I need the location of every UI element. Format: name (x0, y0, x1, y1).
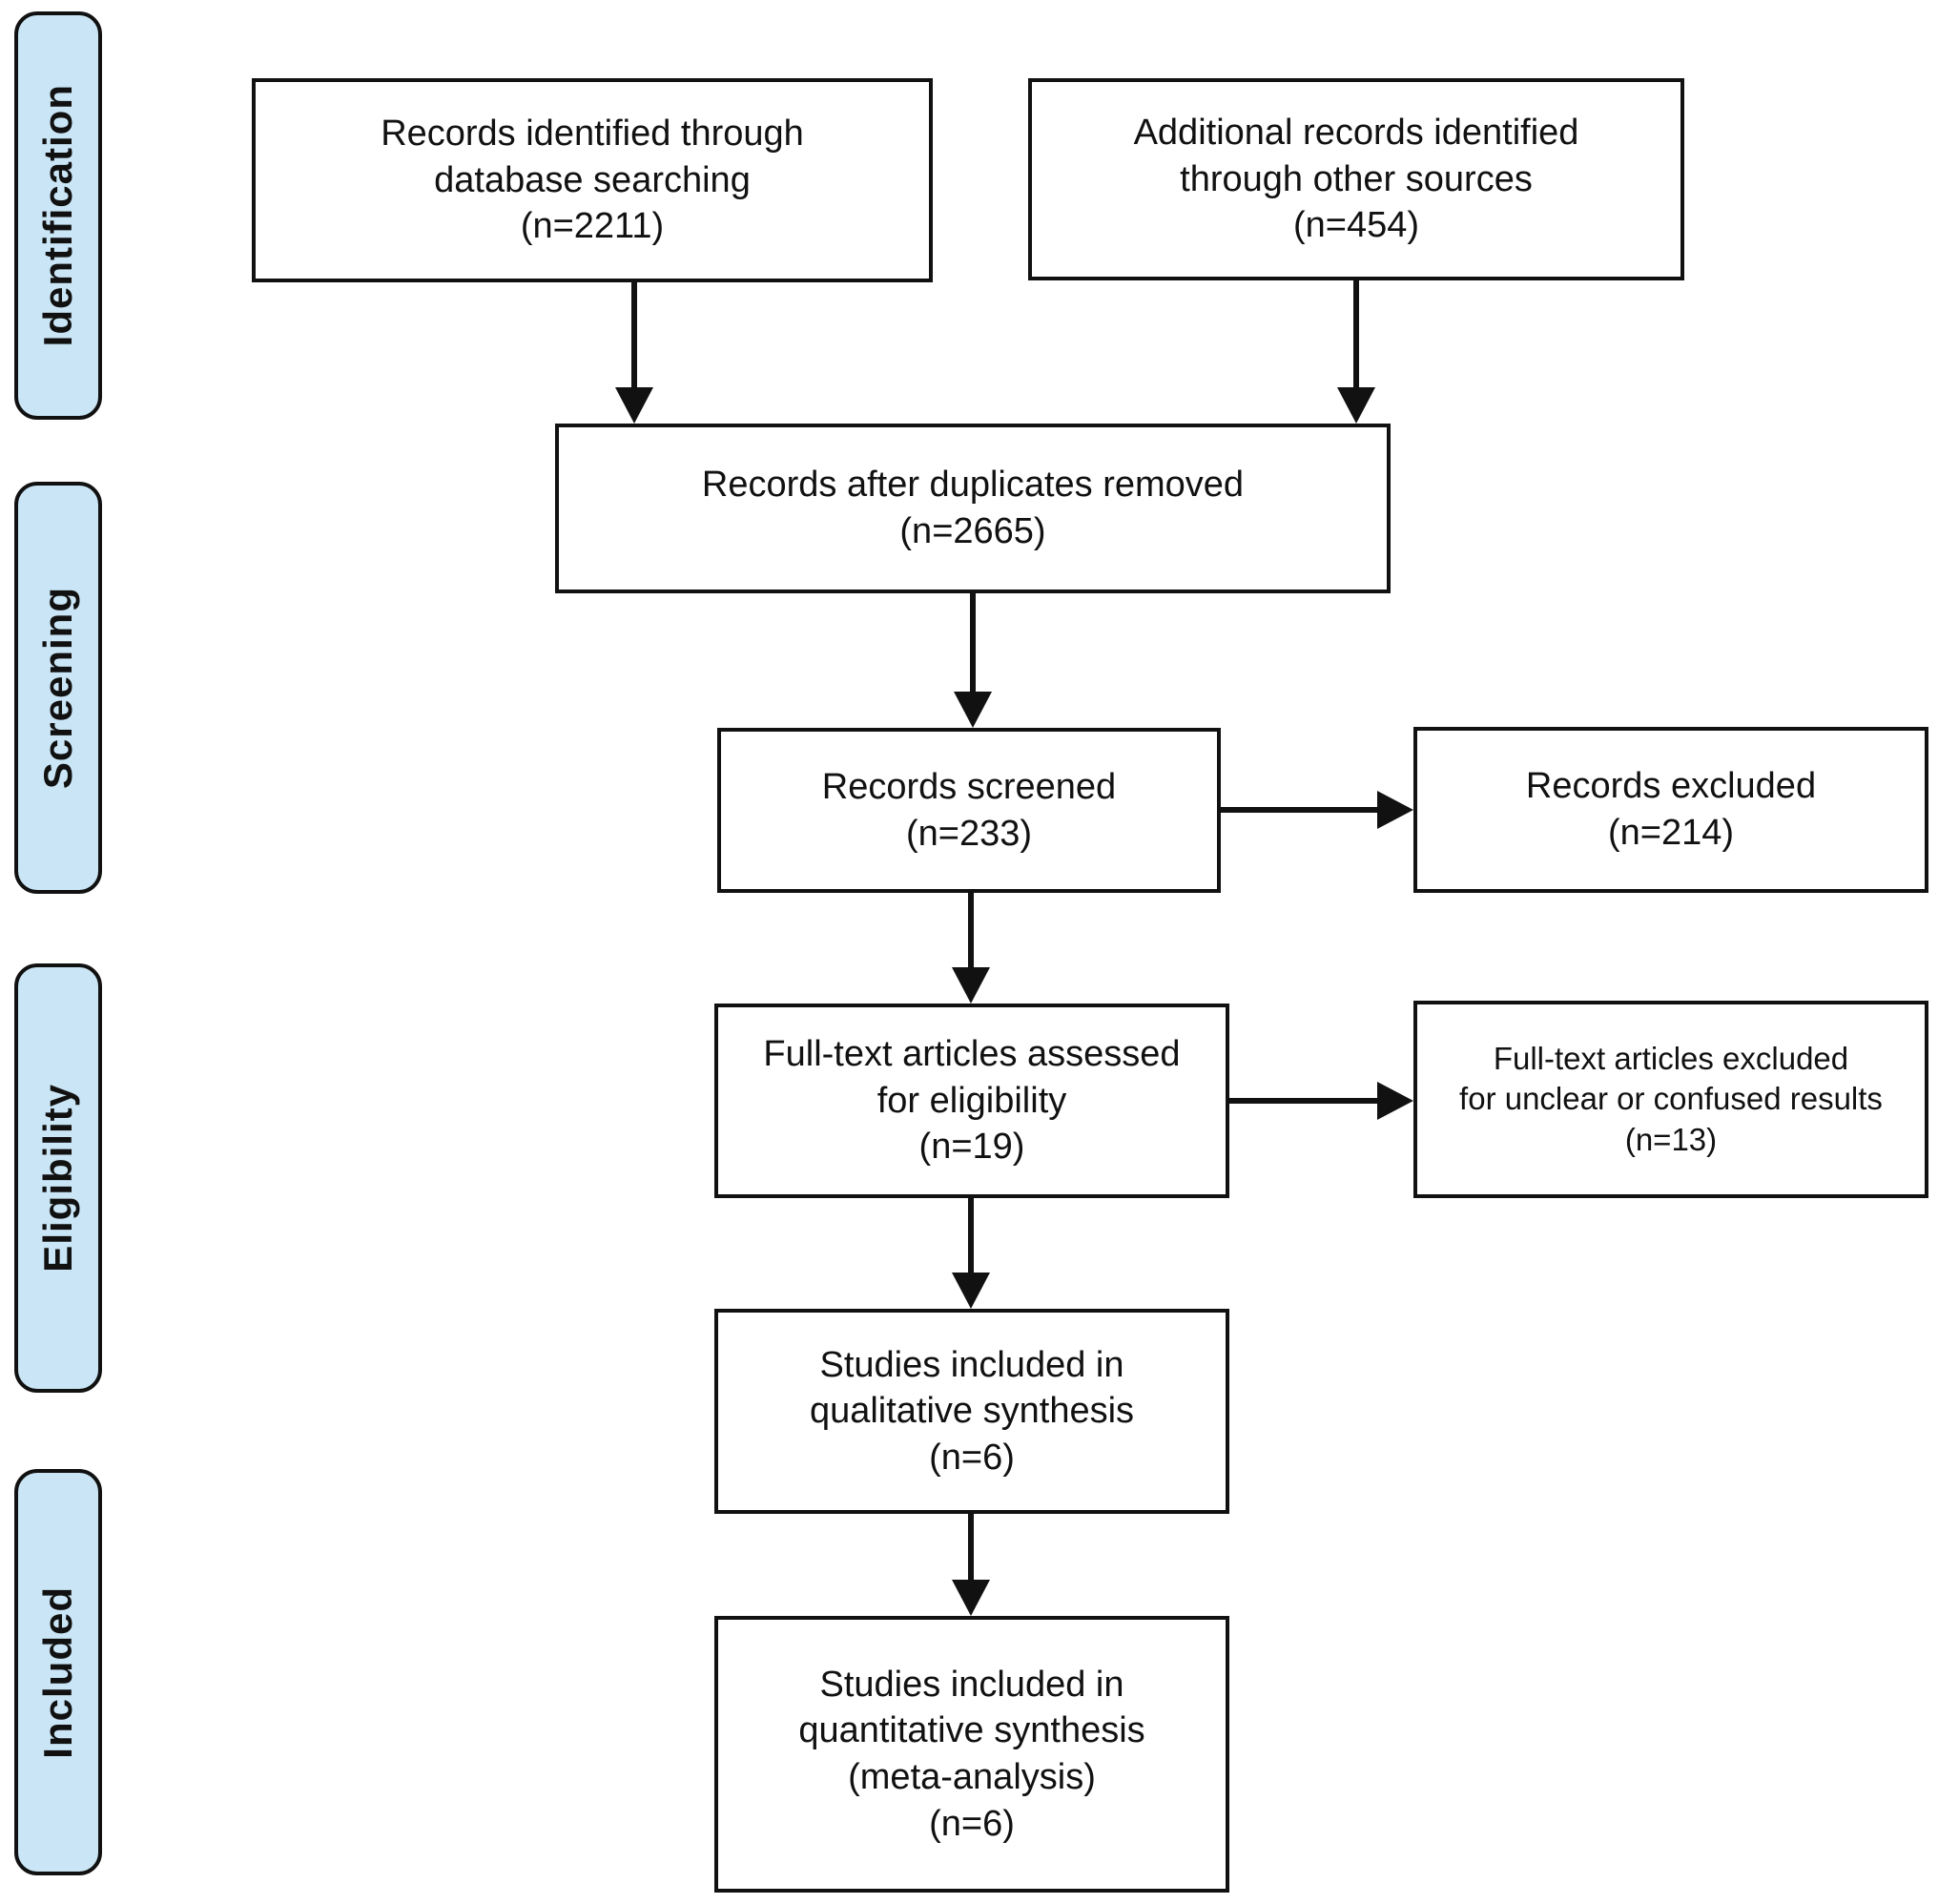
box-qualitative-included: Studies included in qualitative synthesi… (714, 1309, 1229, 1514)
stage-screening: Screening (14, 482, 102, 894)
arrow-duplicates-to-screened (954, 593, 992, 728)
arrow-fulltext-to-qualitative (952, 1198, 990, 1309)
arrow-head-down-icon (954, 692, 992, 728)
arrow-head-down-icon (1337, 387, 1375, 424)
stage-eligibility: Eligibility (14, 963, 102, 1393)
arrow-qualitative-to-quantitative (952, 1514, 990, 1616)
arrow-head-down-icon (952, 1273, 990, 1309)
box-records-screened-text: Records screened (n=233) (821, 766, 1117, 854)
arrow-shaft (968, 1198, 974, 1276)
box-records-excluded-text: Records excluded (n=214) (1525, 766, 1817, 853)
arrow-shaft (1353, 280, 1359, 391)
box-quantitative-included: Studies included in quantitative synthes… (714, 1616, 1229, 1893)
arrow-screened-to-excluded (1221, 791, 1413, 829)
arrow-shaft (631, 282, 637, 391)
box-duplicates-removed-text: Records after duplicates removed (n=2665… (701, 465, 1245, 551)
box-records-identified: Records identified through database sear… (252, 78, 933, 282)
arrow-fulltext-to-excluded (1229, 1082, 1413, 1120)
arrow-head-right-icon (1377, 1082, 1413, 1120)
box-records-identified-text: Records identified through database sear… (381, 114, 804, 247)
box-records-excluded: Records excluded (n=214) (1413, 727, 1928, 893)
box-qualitative-included-text: Studies included in qualitative synthesi… (809, 1344, 1135, 1478)
arrow-shaft (1229, 1098, 1381, 1104)
arrow-head-right-icon (1377, 791, 1413, 829)
stage-identification: Identification (14, 11, 102, 420)
arrow-shaft (970, 593, 976, 695)
box-fulltext-assessed: Full-text articles assessed for eligibil… (714, 1004, 1229, 1198)
arrow-shaft (968, 1514, 974, 1583)
box-duplicates-removed: Records after duplicates removed (n=2665… (555, 424, 1391, 593)
box-quantitative-included-text: Studies included in quantitative synthes… (798, 1664, 1145, 1844)
arrow-shaft (1221, 807, 1381, 813)
box-additional-records: Additional records identified through ot… (1028, 78, 1684, 280)
arrow-head-down-icon (952, 967, 990, 1004)
stage-identification-label: Identification (35, 84, 80, 347)
box-records-screened: Records screened (n=233) (717, 728, 1221, 893)
box-fulltext-excluded-text: Full-text articles excluded for unclear … (1459, 1041, 1883, 1157)
stage-included-label: Included (35, 1585, 80, 1759)
stage-included: Included (14, 1469, 102, 1875)
arrow-screened-to-fulltext (952, 893, 990, 1004)
arrow-shaft (968, 893, 974, 971)
stage-screening-label: Screening (35, 586, 80, 790)
arrow-identified-to-duplicates (615, 282, 653, 424)
arrow-head-down-icon (952, 1580, 990, 1616)
arrow-additional-to-duplicates (1337, 280, 1375, 424)
box-fulltext-excluded: Full-text articles excluded for unclear … (1413, 1001, 1928, 1198)
arrow-head-down-icon (615, 387, 653, 424)
box-fulltext-assessed-text: Full-text articles assessed for eligibil… (763, 1034, 1181, 1168)
box-additional-records-text: Additional records identified through ot… (1133, 113, 1579, 246)
stage-eligibility-label: Eligibility (35, 1084, 80, 1273)
